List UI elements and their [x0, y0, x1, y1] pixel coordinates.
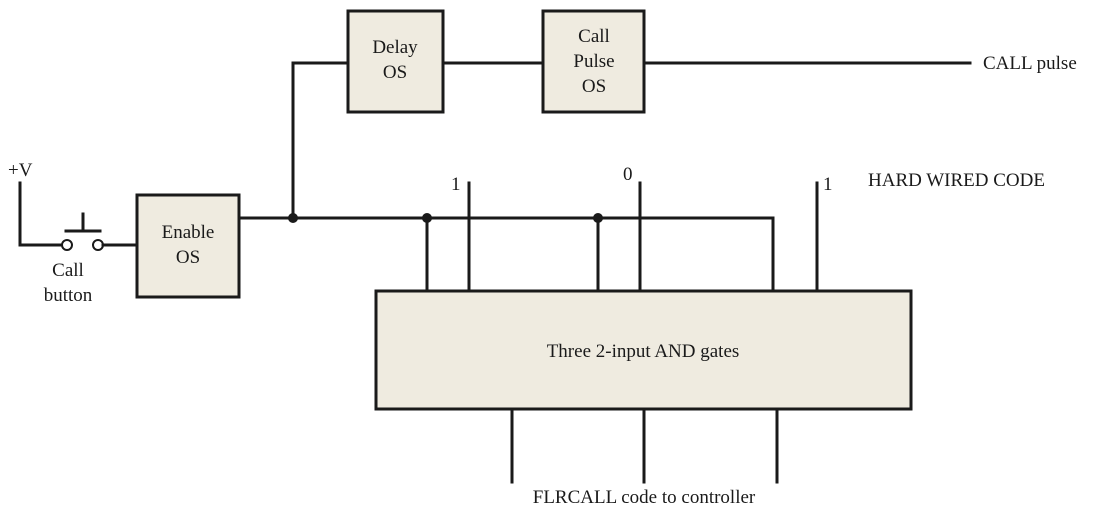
call-pulse-os-label-line2: Pulse	[573, 51, 614, 72]
call-pulse-os-block	[541, 9, 646, 114]
call-button-label-line1: Call	[52, 260, 84, 281]
call-button-label-line2: button	[44, 285, 93, 306]
enable-os-block	[135, 193, 241, 299]
code-bit-1-label: 1	[451, 174, 461, 195]
junction-dot	[422, 213, 432, 223]
junction-dot	[288, 213, 298, 223]
hard-wired-code-label: HARD WIRED CODE	[868, 170, 1045, 191]
junction-dot	[593, 213, 603, 223]
enable-bus	[237, 61, 775, 293]
delay-os-label-line1: Delay	[372, 37, 418, 58]
flrcall-output-lines	[510, 407, 779, 484]
supply-label: +V	[8, 160, 33, 181]
call-pulse-output-label: CALL pulse	[983, 53, 1077, 74]
and-gates-label: Three 2-input AND gates	[547, 341, 740, 362]
code-bit-2-label: 0	[623, 164, 633, 185]
flrcall-output-label: FLRCALL code to controller	[533, 487, 756, 508]
hard-wired-code-inputs	[467, 181, 819, 293]
delay-os-label-line2: OS	[383, 62, 407, 83]
and-gates-block	[374, 289, 913, 411]
supply-wire	[18, 181, 65, 247]
call-pulse-os-label-line1: Call	[578, 26, 610, 47]
enable-os-label-line1: Enable	[162, 222, 215, 243]
enable-os-label-line2: OS	[176, 247, 200, 268]
call-pulse-os-label-line3: OS	[582, 76, 606, 97]
switch-contact-left	[61, 239, 73, 251]
call-button-circuit	[18, 181, 139, 251]
code-bit-3-label: 1	[823, 174, 833, 195]
enable-to-delay-wire	[291, 61, 350, 220]
